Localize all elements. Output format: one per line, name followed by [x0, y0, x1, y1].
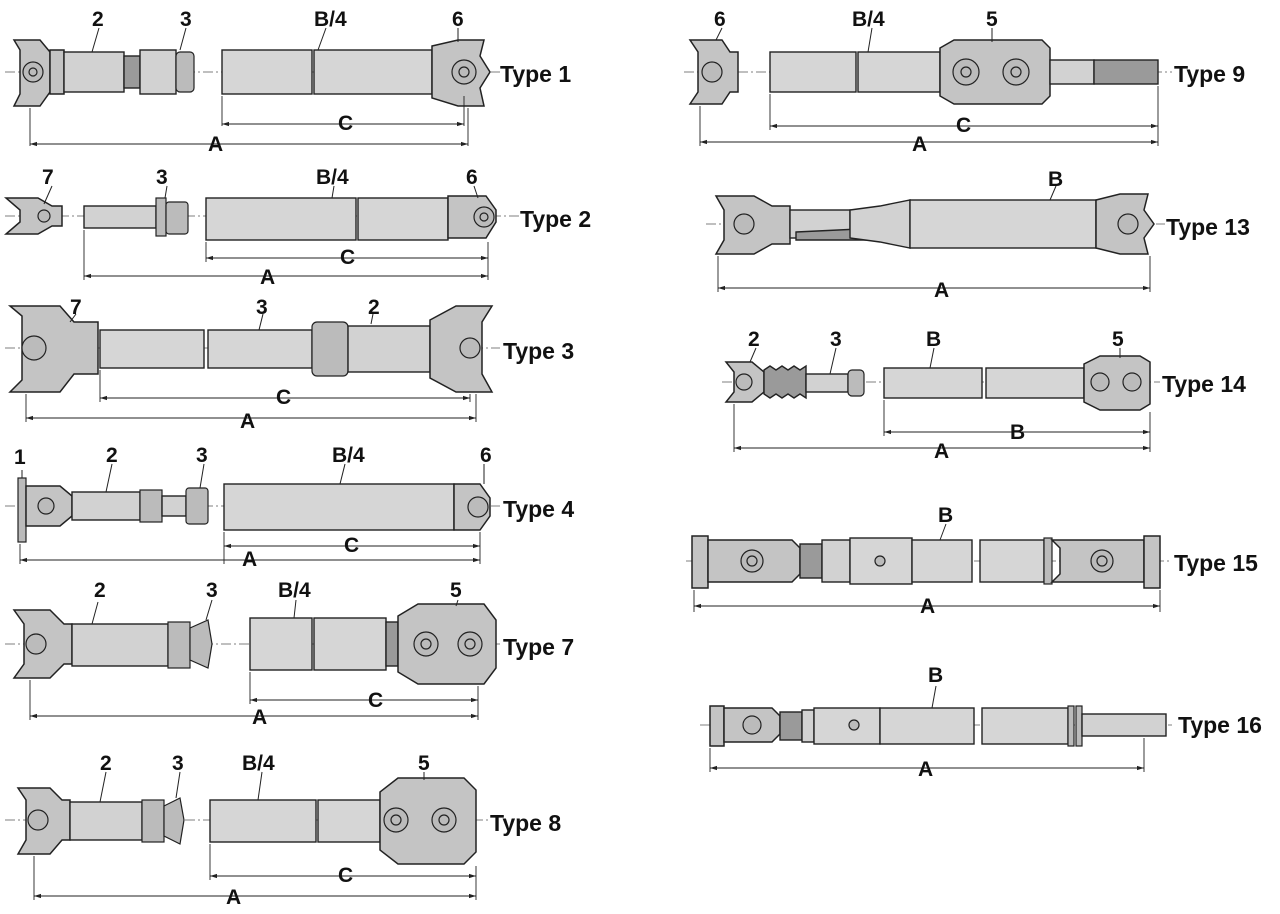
type3-assembly — [5, 305, 500, 422]
type1-slip-yoke — [12, 39, 65, 107]
type8-dim-a: A — [226, 886, 241, 909]
type2-assembly — [3, 185, 520, 280]
type1-dim-a: A — [208, 133, 223, 156]
type4-assembly — [5, 463, 500, 564]
type3-dim-c: C — [276, 386, 291, 409]
type1-callout-2: 2 — [92, 8, 104, 31]
type1-dim-c: C — [338, 112, 353, 135]
type1-assembly — [5, 27, 500, 147]
type14-label: Type 14 — [1162, 371, 1246, 397]
type14-callout-3: 3 — [830, 328, 842, 351]
type7-dim-a: A — [252, 706, 267, 729]
type15-assembly — [686, 523, 1172, 612]
type2-callout-3: 3 — [156, 166, 168, 189]
type8-assembly — [5, 771, 490, 900]
type14-double-cardan — [1083, 355, 1151, 411]
type2-callout-b4: B/4 — [316, 166, 349, 189]
type2-dim-a: A — [260, 266, 275, 289]
type4-callout-b4: B/4 — [332, 444, 365, 467]
type2-dim-c: C — [340, 246, 355, 269]
type13-dim-a: A — [934, 279, 949, 302]
type7-callout-5: 5 — [450, 579, 462, 602]
type8-callout-2: 2 — [100, 752, 112, 775]
type1-end-yoke — [431, 39, 491, 107]
type15-label: Type 15 — [1174, 550, 1258, 576]
type9-dim-c: C — [956, 114, 971, 137]
type15-dim-a: A — [920, 595, 935, 618]
type14-dim-a: A — [934, 440, 949, 463]
type4-dim-c: C — [344, 534, 359, 557]
type9-callout-5: 5 — [986, 8, 998, 31]
type16-dim-a: A — [918, 758, 933, 781]
type15-callout-b: B — [938, 504, 953, 527]
type7-callout-3: 3 — [206, 579, 218, 602]
type4-callout-1: 1 — [14, 446, 26, 469]
type9-callout-b4: B/4 — [852, 8, 885, 31]
type14-dim-b: B — [1010, 421, 1025, 444]
type16-assembly — [700, 685, 1172, 772]
type9-assembly — [684, 27, 1172, 146]
type4-dim-a: A — [242, 548, 257, 571]
type1-callout-3: 3 — [180, 8, 192, 31]
type4-callout-2: 2 — [106, 444, 118, 467]
type16-label: Type 16 — [1178, 712, 1262, 738]
type13-label: Type 13 — [1166, 214, 1250, 240]
type14-assembly — [722, 347, 1160, 452]
type3-callout-2: 2 — [368, 296, 380, 319]
type9-callout-6: 6 — [714, 8, 726, 31]
type7-callout-b4: B/4 — [278, 579, 311, 602]
type8-label: Type 8 — [490, 810, 561, 836]
type14-callout-b: B — [926, 328, 941, 351]
type16-callout-b: B — [928, 664, 943, 687]
type9-label: Type 9 — [1174, 61, 1245, 87]
type7-label: Type 7 — [503, 634, 574, 660]
type13-assembly — [706, 185, 1165, 292]
type8-callout-3: 3 — [172, 752, 184, 775]
type8-callout-5: 5 — [418, 752, 430, 775]
type2-callout-7: 7 — [42, 166, 54, 189]
type9-dim-a: A — [912, 133, 927, 156]
type14-callout-5: 5 — [1112, 328, 1124, 351]
type7-callout-2: 2 — [94, 579, 106, 602]
type14-callout-2: 2 — [748, 328, 760, 351]
type3-dim-a: A — [240, 410, 255, 433]
type3-callout-3: 3 — [256, 296, 268, 319]
type4-callout-6: 6 — [480, 444, 492, 467]
type9-double-cardan — [939, 39, 1051, 105]
type1-callout-6: 6 — [452, 8, 464, 31]
type1-label: Type 1 — [500, 61, 571, 87]
type8-dim-c: C — [338, 864, 353, 887]
type4-callout-3: 3 — [196, 444, 208, 467]
type2-label: Type 2 — [520, 206, 591, 232]
type1-callout-b4: B/4 — [314, 8, 347, 31]
type7-dim-c: C — [368, 689, 383, 712]
type3-label: Type 3 — [503, 338, 574, 364]
type8-double-cardan — [379, 777, 477, 865]
type7-assembly — [5, 599, 500, 720]
type2-callout-6: 6 — [466, 166, 478, 189]
type8-callout-b4: B/4 — [242, 752, 275, 775]
type4-label: Type 4 — [503, 496, 574, 522]
type7-double-cardan — [397, 603, 497, 685]
type13-callout-b: B — [1048, 168, 1063, 191]
type3-callout-7: 7 — [70, 296, 82, 319]
